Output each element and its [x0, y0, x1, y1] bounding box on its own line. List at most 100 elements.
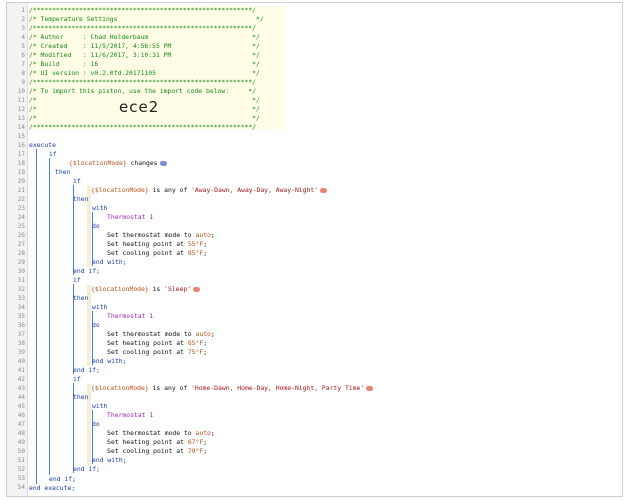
header-ui-version: /* UI version : v0.2.0fd.20171105 */ [29, 69, 260, 77]
condition-variable: {$locationMode} [91, 384, 149, 392]
heating-value: 65°F [187, 339, 204, 347]
set-mode-command[interactable]: Set thermostat mode to auto; [107, 330, 215, 339]
condition-operator: is [152, 285, 161, 293]
command-label: Set heating point at [107, 240, 188, 248]
if-guide [73, 185, 74, 275]
line-number: 11 [17, 97, 25, 104]
if-keyword[interactable]: if [73, 276, 81, 284]
device-name[interactable]: Thermostat 1 [107, 411, 154, 419]
if-keyword[interactable]: if [73, 177, 81, 185]
with-guide [92, 410, 93, 464]
end-execute-keyword[interactable]: end execute; [29, 484, 76, 492]
line-number: 5 [21, 43, 25, 50]
code-editor: /***************************************… [6, 2, 623, 497]
line-number: 35 [17, 313, 25, 320]
line-number: 37 [17, 331, 25, 338]
add-condition-icon[interactable] [159, 160, 167, 166]
command-end: ; [210, 429, 215, 437]
end-with-keyword[interactable]: end with; [92, 258, 127, 266]
line-number: 31 [17, 277, 25, 284]
line-number: 6 [21, 52, 25, 59]
if-guide [73, 284, 74, 374]
command-label: Set thermostat mode to [107, 231, 196, 239]
line-number: 1 [21, 7, 25, 14]
end-with-keyword[interactable]: end with; [92, 357, 127, 365]
end-if-keyword[interactable]: end if; [73, 267, 100, 275]
with-keyword[interactable]: with [92, 402, 108, 410]
line-number: 42 [17, 376, 25, 383]
condition-line[interactable]: {$locationMode} is any of 'Away-Dawn, Aw… [91, 186, 328, 195]
import-code[interactable]: ece2 [119, 98, 160, 116]
device-name[interactable]: Thermostat 1 [107, 213, 154, 221]
set-cooling-command[interactable]: Set cooling point at 79°F; [107, 447, 208, 455]
set-heating-command[interactable]: Set heating point at 55°F; [107, 240, 208, 248]
set-cooling-command[interactable]: Set cooling point at 85°F; [107, 249, 208, 257]
indent-stripe [87, 384, 91, 465]
line-number: 4 [21, 34, 25, 41]
line-number: 54 [17, 484, 25, 491]
command-label: Set heating point at [107, 339, 188, 347]
heating-value: 55°F [187, 240, 204, 248]
do-keyword[interactable]: do [92, 222, 100, 230]
with-keyword[interactable]: with [92, 204, 108, 212]
then-keyword[interactable]: then [55, 168, 71, 176]
header-build: /* Build : 16 */ [29, 60, 260, 68]
then-keyword[interactable]: then [73, 294, 89, 302]
line-number: 24 [17, 214, 25, 221]
end-if-keyword[interactable]: end if; [73, 465, 100, 473]
if-keyword[interactable]: if [49, 150, 57, 158]
condition-line[interactable]: {$locationMode} is any of 'Home-Dawn, Ho… [91, 384, 374, 393]
do-keyword[interactable]: do [92, 321, 100, 329]
remove-condition-icon[interactable] [320, 187, 328, 193]
if-keyword[interactable]: if [73, 375, 81, 383]
remove-condition-icon[interactable] [193, 286, 201, 292]
indent-stripe [87, 186, 91, 267]
then-keyword[interactable]: then [73, 393, 89, 401]
line-number: 38 [17, 340, 25, 347]
line-number: 16 [17, 142, 25, 149]
command-label: Set cooling point at [107, 249, 188, 257]
remove-condition-icon[interactable] [366, 385, 374, 391]
line-number: 36 [17, 322, 25, 329]
header-blank: /* */ [29, 96, 260, 104]
line-number: 40 [17, 358, 25, 365]
header-border-bottom: /***************************************… [29, 123, 257, 131]
line-number: 43 [17, 385, 25, 392]
line-number: 53 [17, 475, 25, 482]
line-number: 21 [17, 187, 25, 194]
line-number: 39 [17, 349, 25, 356]
line-number: 7 [21, 61, 25, 68]
set-heating-command[interactable]: Set heating point at 65°F; [107, 339, 208, 347]
device-name[interactable]: Thermostat 1 [107, 312, 154, 320]
set-cooling-command[interactable]: Set cooling point at 75°F; [107, 348, 208, 356]
line-number: 29 [17, 259, 25, 266]
line-number: 12 [17, 106, 25, 113]
then-keyword[interactable]: then [73, 195, 89, 203]
header-author: /* Author : Chad Holderbaum */ [29, 33, 260, 41]
header-border-top: /***************************************… [29, 6, 257, 14]
header-title: /* Temperature Settings */ [29, 15, 264, 23]
end-with-keyword[interactable]: end with; [92, 456, 127, 464]
set-heating-command[interactable]: Set heating point at 67°F; [107, 438, 208, 446]
heating-value: 67°F [187, 438, 204, 446]
header-import-note: /* To import this piston, use the import… [29, 87, 257, 95]
set-mode-command[interactable]: Set thermostat mode to auto; [107, 429, 215, 438]
with-keyword[interactable]: with [92, 303, 108, 311]
command-label: Set thermostat mode to [107, 330, 196, 338]
header-created: /* Created : 11/5/2017, 4:56:55 PM */ [29, 42, 260, 50]
do-keyword[interactable]: do [92, 420, 100, 428]
condition-line[interactable]: {$locationMode} is 'Sleep' [91, 285, 201, 294]
set-mode-command[interactable]: Set thermostat mode to auto; [107, 231, 215, 240]
line-number: 19 [17, 169, 25, 176]
line-number: 18 [17, 160, 25, 167]
end-if-keyword[interactable]: end if; [49, 475, 76, 483]
condition-variable: {$locationMode} [91, 285, 149, 293]
command-end: ; [210, 330, 215, 338]
line-number: 13 [17, 115, 25, 122]
if-guide [49, 158, 50, 475]
trigger-condition[interactable]: {$locationMode} changes [69, 159, 167, 168]
end-if-keyword[interactable]: end if; [73, 366, 100, 374]
line-number: 30 [17, 268, 25, 275]
execute-keyword[interactable]: execute [29, 141, 56, 149]
cooling-value: 79°F [187, 447, 204, 455]
